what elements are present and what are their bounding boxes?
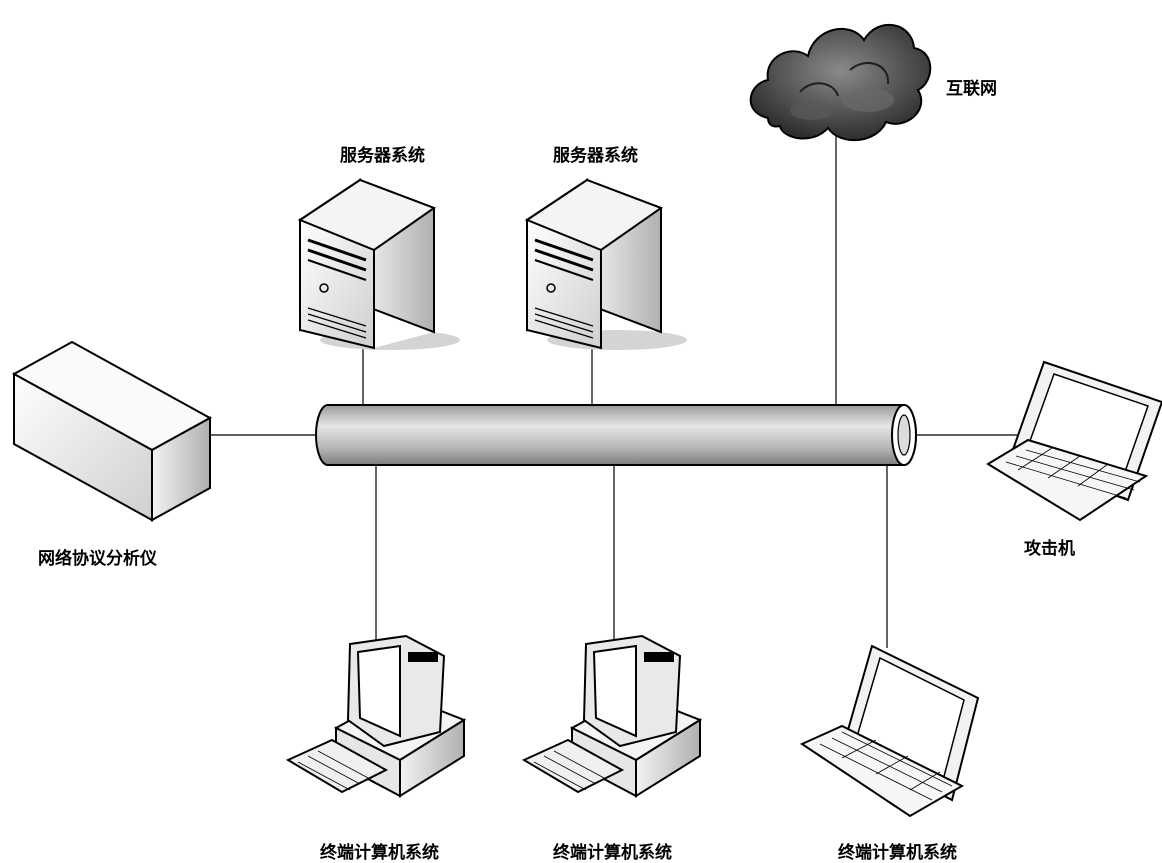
attacker-label: 攻击机 bbox=[1024, 539, 1075, 559]
server-2-label: 服务器系统 bbox=[553, 146, 638, 166]
terminal-2-label: 终端计算机系统 bbox=[553, 843, 672, 863]
server-icon bbox=[524, 178, 687, 350]
server-1-label: 服务器系统 bbox=[340, 146, 425, 166]
analyzer-box-icon bbox=[11, 340, 213, 522]
analyzer-label: 网络协议分析仪 bbox=[38, 549, 157, 569]
terminal-1-label: 终端计算机系统 bbox=[320, 843, 439, 863]
laptop-icon bbox=[799, 644, 980, 818]
network-bus bbox=[315, 404, 917, 466]
server-icon bbox=[297, 178, 460, 350]
terminal-3-label: 终端计算机系统 bbox=[838, 843, 957, 863]
laptop-icon bbox=[986, 360, 1162, 522]
desktop-computer-icon bbox=[285, 634, 467, 798]
desktop-computer-icon bbox=[521, 634, 703, 798]
cloud-icon bbox=[749, 23, 932, 142]
internet-label: 互联网 bbox=[946, 79, 997, 99]
